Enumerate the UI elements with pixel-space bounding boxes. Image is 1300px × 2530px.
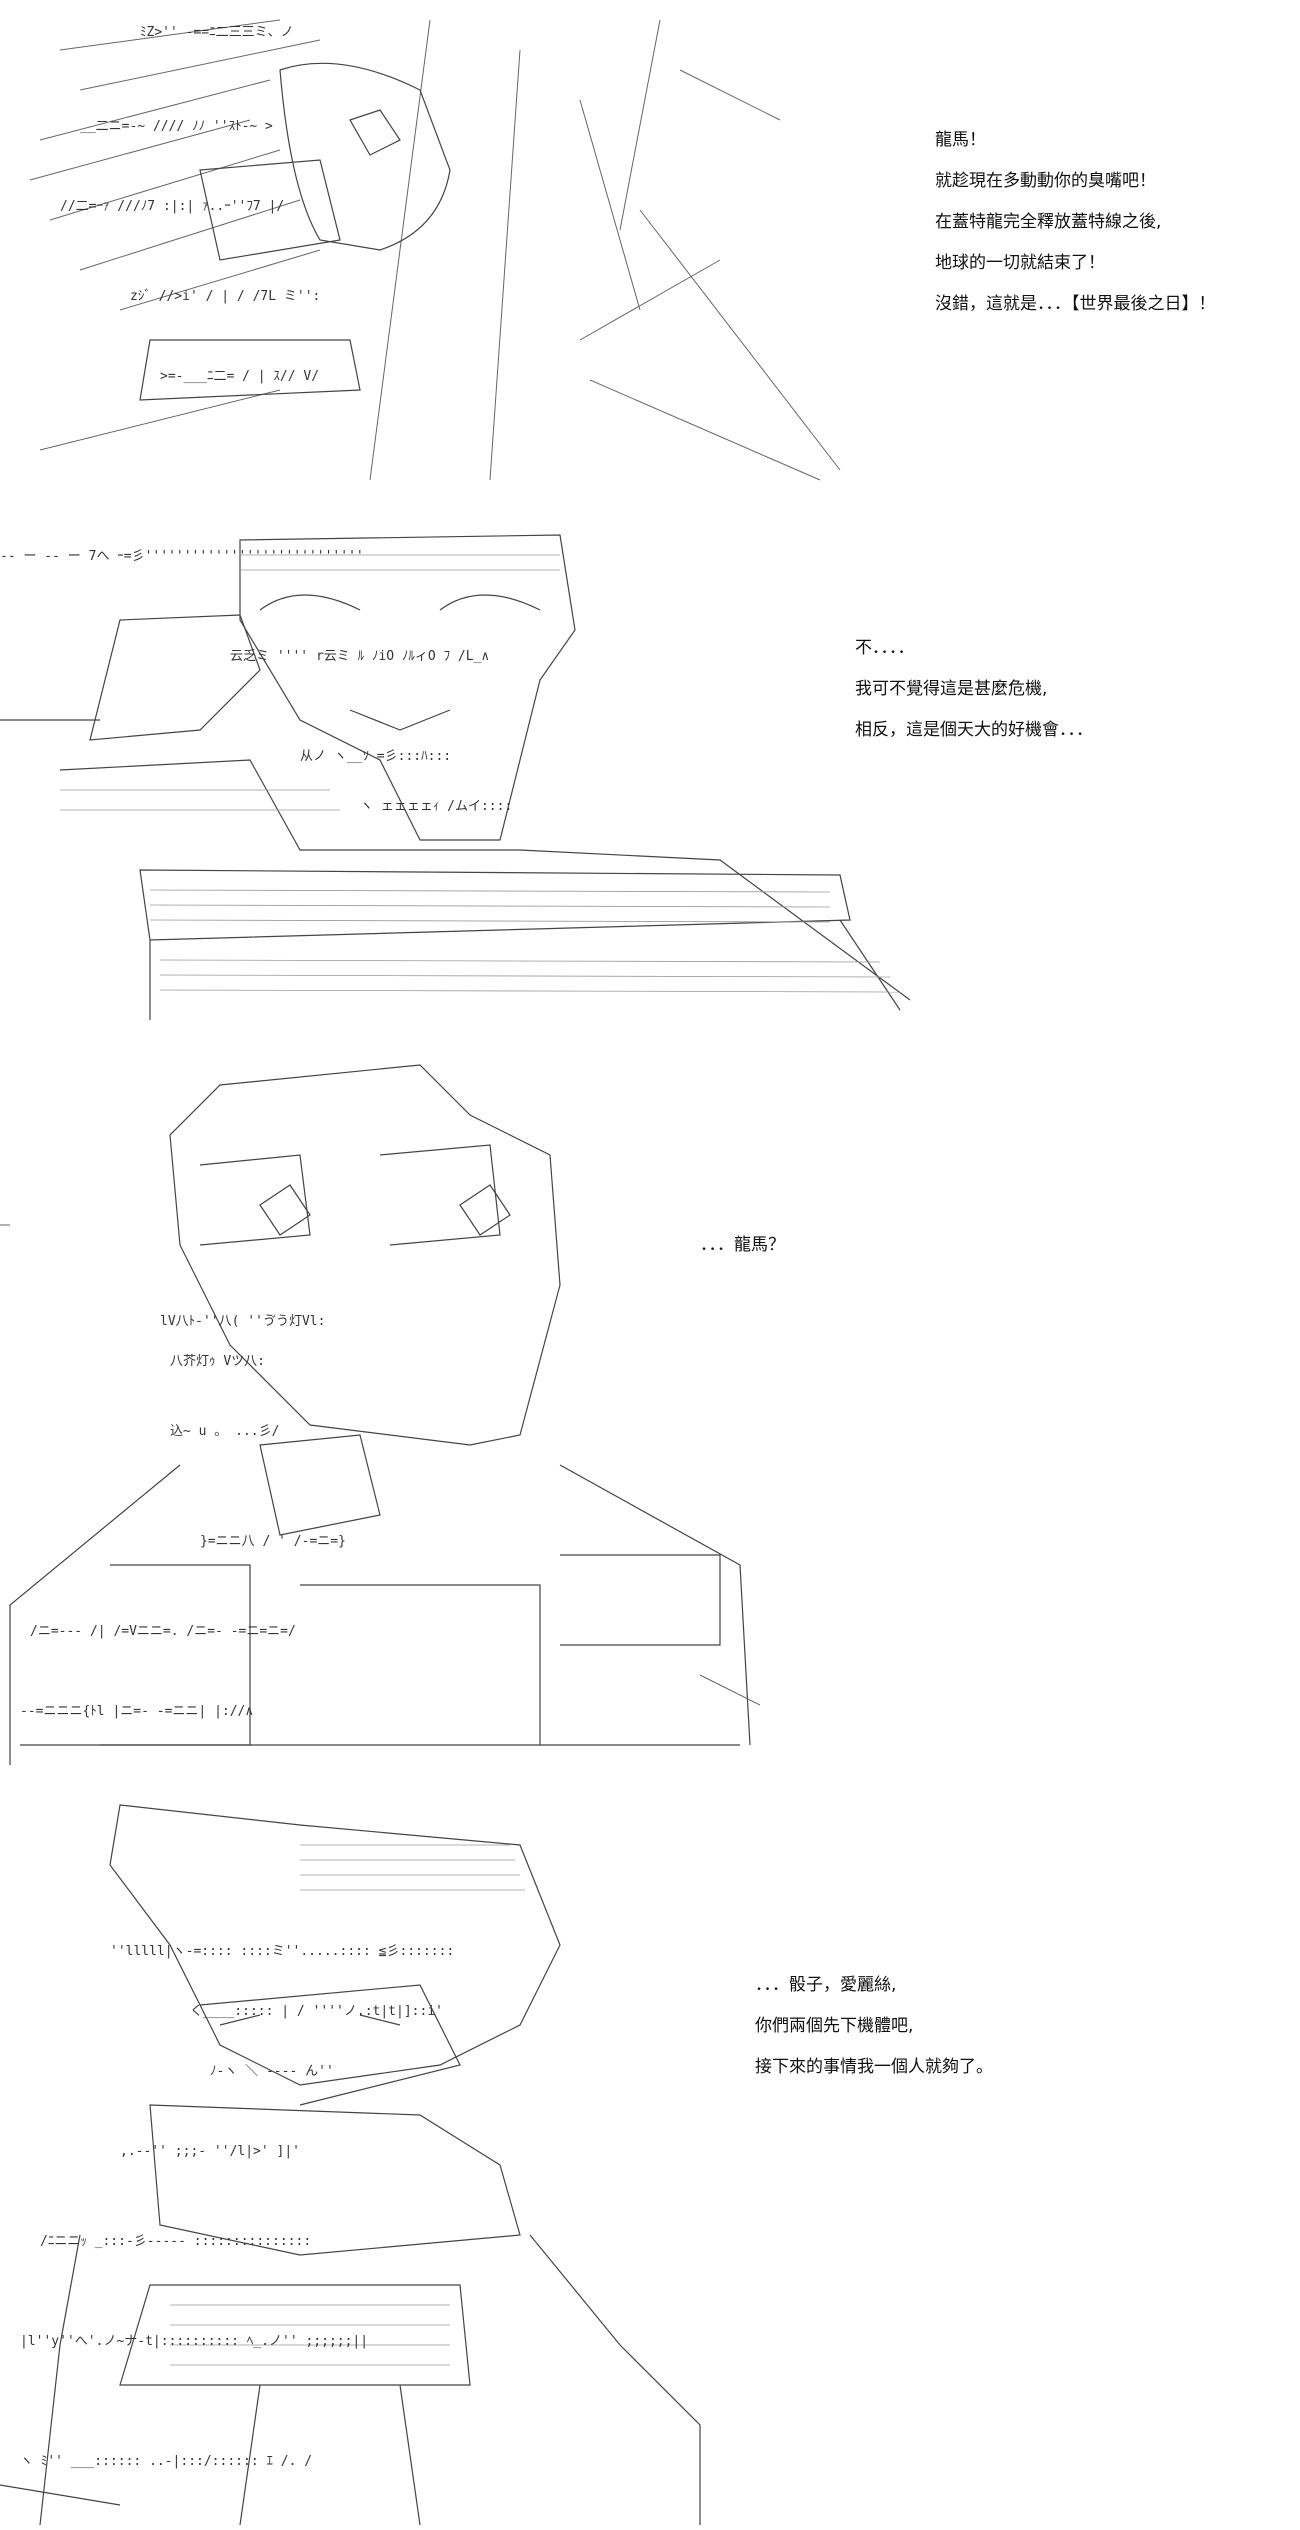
dialog-line: 接下來的事情我一個人就夠了。 [755, 2057, 993, 2077]
dialog-panel-1: 龍馬！ 就趁現在多動動你的臭嘴吧！ 在蓋特龍完全釋放蓋特線之後, 地球的一切就結… [935, 120, 1216, 325]
dialog-panel-2: 不．．．． 我可不覺得這是甚麼危機, 相反，這是個天大的好機會．．． [855, 628, 1093, 751]
dialog-panel-4: ．．．骰子，愛麗絲, 你們兩個先下機體吧, 接下來的事情我一個人就夠了。 [755, 1965, 993, 2088]
svg-text:|l''y''へ'.ノ~ナ-t|:::::::::: ﾍ_.: |l''y''へ'.ノ~ナ-t|:::::::::: ﾍ_.ノ'' ;;;;;;… [20, 2334, 368, 2349]
svg-text:込~ u 。 ...彡/: 込~ u 。 ...彡/ [170, 1424, 279, 1439]
svg-text:>=-___ﾆ二= / | ｽ// V/: >=-___ﾆ二= / | ｽ// V/ [160, 369, 319, 384]
svg-text:ヽ ェェェェｨ /ムイ::::: ヽ ェェェェｨ /ムイ:::: [360, 799, 512, 814]
dialog-line: 相反，這是個天大的好機會．．． [855, 720, 1093, 740]
ascii-art-getter-robot: ﾐZ>'' -==ﾆ二三三ミ、ノ __二ニ=-~ //// ﾉﾉ ''ｽﾄ-~ … [20, 10, 860, 490]
dialog-line: 不．．．． [855, 638, 915, 658]
svg-text:,.--'' ;;;- ''/l|>' ]|': ,.--'' ;;;- ''/l|>' ]|' [120, 2144, 300, 2159]
svg-text:__二ニ=-~ //// ﾉﾉ ''ｽﾄ-~ >: __二ニ=-~ //// ﾉﾉ ''ｽﾄ-~ > [80, 119, 273, 134]
svg-text:ﾐZ>'' -==ﾆ二三三ミ、ノ: ﾐZ>'' -==ﾆ二三三ミ、ノ [140, 25, 294, 40]
svg-text:}=ニニ八 / ' /-=ニ=}: }=ニニ八 / ' /-=ニ=} [200, 1534, 346, 1549]
svg-text:ﾉ-ヽ ＼ ---- ん'': ﾉ-ヽ ＼ ---- ん'' [210, 2064, 334, 2079]
svg-text:--=ニニニ{ﾄl |ニ=- -=ニニ| |://∧: --=ニニニ{ﾄl |ニ=- -=ニニ| |://∧ [20, 1704, 253, 1719]
svg-text:/ニ=--- /| /=Vニニ=. /ニ=- -=ニ=ニ: /ニ=--- /| /=Vニニ=. /ニ=- -=ニ=ニ=/ [30, 1624, 296, 1639]
ascii-art-armored-character: lV八ﾄ-''八( ''ゔう灯Vl: 八芥灯ｩ Vツ八: 込~ u 。 ...彡… [0, 1045, 760, 1765]
panel-3: lV八ﾄ-''八( ''ゔう灯Vl: 八芥灯ｩ Vツ八: 込~ u 。 ...彡… [0, 1045, 1300, 1765]
svg-text:lV八ﾄ-''八( ''ゔう灯Vl:: lV八ﾄ-''八( ''ゔう灯Vl: [160, 1314, 325, 1329]
svg-text:ヽ ﾐ'' ___:::::: ..-|:::/:::::: ヽ ﾐ'' ___:::::: ..-|:::/:::::: ｴ /. / [20, 2454, 312, 2469]
svg-text:''lllll|ヽ-=:::: ::::ミ''.....::: ''lllll|ヽ-=:::: ::::ミ''.....:::: ≦彡:::::… [110, 1944, 454, 1959]
dialog-panel-3: ．．．龍馬？ [700, 1225, 785, 1266]
dialog-line: 就趁現在多動動你的臭嘴吧！ [935, 171, 1156, 191]
dialog-line: 地球的一切就結束了！ [935, 253, 1105, 273]
svg-text:zｼﾞ //>i' / | / /7L ミ'':: zｼﾞ //>i' / | / /7L ミ'': [130, 289, 320, 304]
dialog-line: ．．．龍馬？ [700, 1235, 785, 1255]
svg-text:-- ー -- ー 7へ ｰ=彡'''''''''''''': -- ー -- ー 7へ ｰ=彡''''''''''''''''''''''''… [0, 549, 364, 564]
svg-text:く____::::: | / ''''ノ.:t|t: く____::::: | / ''''ノ.:t|t|]::i' [190, 2004, 443, 2019]
panel-1: ﾐZ>'' -==ﾆ二三三ミ、ノ __二ニ=-~ //// ﾉﾉ ''ｽﾄ-~ … [0, 0, 1300, 500]
panel-2: -- ー -- ー 7へ ｰ=彡''''''''''''''''''''''''… [0, 520, 1300, 1030]
ascii-art-grinning-character: -- ー -- ー 7へ ｰ=彡''''''''''''''''''''''''… [0, 520, 920, 1020]
dialog-line: ．．．骰子，愛麗絲, [755, 1975, 897, 1995]
dialog-line: 我可不覺得這是甚麼危機, [855, 679, 1048, 699]
svg-text:从ノ ヽ__ｿ =彡:::ﾊ:::: 从ノ ヽ__ｿ =彡:::ﾊ::: [300, 749, 451, 764]
svg-text:云乏ミ '''' r云ミ ﾙ ﾉiO ﾉﾙィO ﾌ: 云乏ミ '''' r云ミ ﾙ ﾉiO ﾉﾙィO ﾌ /L_∧ [230, 649, 489, 664]
ascii-art-standing-pilot: ''lllll|ヽ-=:::: ::::ミ''.....:::: ≦彡:::::… [0, 1785, 740, 2525]
svg-text://二=ｰｧ ///ﾉ7 :|:| ｧ..ｰ''ﾌ7 |/: //二=ｰｧ ///ﾉ7 :|:| ｧ..ｰ''ﾌ7 |/ [60, 199, 284, 214]
panel-4: ''lllll|ヽ-=:::: ::::ミ''.....:::: ≦彡:::::… [0, 1785, 1300, 2530]
svg-text:/ﾆニニｯ _:::-彡----- :::::::::: /ﾆニニｯ _:::-彡----- ::::::::::::::: [40, 2234, 311, 2249]
dialog-line: 你們兩個先下機體吧, [755, 2016, 914, 2036]
dialog-line: 沒錯，這就是．．．【世界最後之日】！ [935, 294, 1216, 314]
dialog-line: 在蓋特龍完全釋放蓋特線之後, [935, 212, 1162, 232]
svg-text:八芥灯ｩ Vツ八:: 八芥灯ｩ Vツ八: [170, 1354, 265, 1369]
dialog-line: 龍馬！ [935, 130, 986, 150]
